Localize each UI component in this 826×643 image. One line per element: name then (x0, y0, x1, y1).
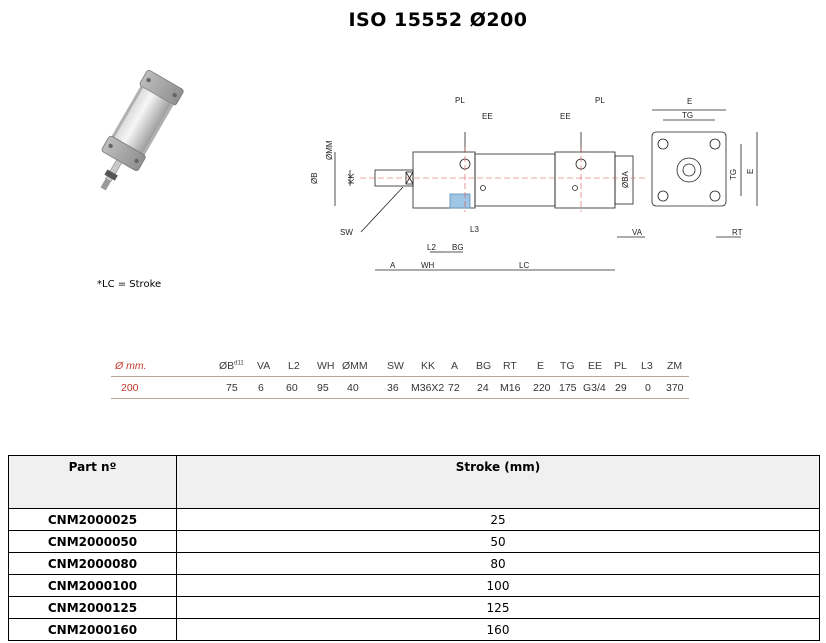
stroke-note: *LC = Stroke (97, 279, 162, 290)
dim-value-l2: 60 (286, 382, 298, 394)
dim-value-ee: G3/4 (583, 382, 606, 394)
label-pl-right: PL (595, 96, 605, 105)
dim-value-l3: 0 (645, 382, 651, 394)
part-number-cell: CNM2000080 (8, 552, 177, 575)
table-row: CNM2000025 25 (8, 508, 820, 531)
part-number-cell: CNM2000100 (8, 574, 177, 597)
table-row: CNM2000100 100 (8, 574, 820, 597)
label-l2: L2 (427, 243, 436, 252)
stroke-cell: 80 (176, 552, 820, 575)
stroke-cell: 50 (176, 530, 820, 553)
dim-header-tg: TG (560, 360, 575, 372)
technical-drawing: PL PL EE EE E TG ØMM ØB KK ØBA TG E SW L… (310, 96, 758, 271)
dim-value-zm: 370 (666, 382, 684, 394)
cylinder-photo (100, 70, 184, 191)
dim-header-l2: L2 (288, 360, 300, 372)
dim-value-bore: 200 (121, 382, 139, 394)
stroke-cell: 25 (176, 508, 820, 531)
dim-value-mm: 40 (347, 382, 359, 394)
label-tg-top: TG (682, 111, 693, 120)
label-e-top: E (687, 97, 692, 106)
dim-value-sw: 36 (387, 382, 399, 394)
label-a: A (390, 261, 396, 270)
stroke-header: Stroke (mm) (176, 455, 820, 509)
page-title: ISO 15552 Ø200 (348, 9, 528, 31)
stroke-cell: 160 (176, 618, 820, 641)
label-ee-right: EE (560, 112, 571, 121)
label-pl-left: PL (455, 96, 465, 105)
dim-header-b: ØBd11 (219, 360, 244, 372)
dim-header-bore: Ø mm. (115, 360, 147, 372)
label-wh: WH (421, 261, 435, 270)
dimension-value-row: 200 75 6 60 95 40 36 M36X2 72 24 M16 220… (111, 379, 689, 399)
label-b: ØB (310, 172, 319, 184)
table-row: CNM2000080 80 (8, 552, 820, 575)
part-number-cell: CNM2000125 (8, 596, 177, 619)
dim-header-zm: ZM (667, 360, 683, 372)
table-row: CNM2000050 50 (8, 530, 820, 553)
label-ee-left: EE (482, 112, 493, 121)
dim-header-ee: EE (588, 360, 603, 372)
dim-header-sw: SW (387, 360, 404, 372)
label-tg-side: TG (729, 169, 738, 180)
part-number-cell: CNM2000025 (8, 508, 177, 531)
label-l3: L3 (470, 225, 479, 234)
dim-header-bg: BG (476, 360, 492, 372)
dim-value-kk: M36X2 (411, 382, 445, 394)
dim-value-e: 220 (533, 382, 551, 394)
parts-table: Part nº Stroke (mm) CNM2000025 25 CNM200… (8, 455, 820, 641)
label-ba: ØBA (621, 170, 630, 188)
label-va: VA (632, 228, 643, 237)
stroke-cell: 100 (176, 574, 820, 597)
label-rt: RT (732, 228, 743, 237)
dim-header-mm: ØMM (342, 360, 368, 372)
label-lc: LC (519, 261, 529, 270)
dim-header-kk: KK (421, 360, 436, 372)
dim-header-l3: L3 (641, 360, 653, 372)
dimension-header-row: Ø mm. ØBd11 VA L2 WH ØMM SW KK A BG RT E… (111, 357, 689, 377)
part-number-cell: CNM2000160 (8, 618, 177, 641)
table-row: CNM2000125 125 (8, 596, 820, 619)
dim-value-b: 75 (226, 382, 238, 394)
label-kk: KK (347, 173, 356, 184)
parts-header-row: Part nº Stroke (mm) (8, 455, 820, 509)
dim-value-pl: 29 (615, 382, 627, 394)
dim-header-va: VA (257, 360, 271, 372)
label-bg: BG (452, 243, 464, 252)
dim-header-e: E (537, 360, 545, 372)
label-sw: SW (340, 228, 353, 237)
dim-header-wh: WH (317, 360, 335, 372)
table-row: CNM2000160 160 (8, 618, 820, 641)
part-number-cell: CNM2000050 (8, 530, 177, 553)
label-e-side: E (746, 169, 755, 174)
dim-value-wh: 95 (317, 382, 329, 394)
dim-header-a: A (451, 360, 459, 372)
dim-value-tg: 175 (559, 382, 577, 394)
dim-value-bg: 24 (477, 382, 489, 394)
stroke-cell: 125 (176, 596, 820, 619)
dim-value-rt: M16 (500, 382, 521, 394)
part-number-header: Part nº (8, 455, 177, 509)
dim-value-va: 6 (258, 382, 264, 394)
dimension-table: Ø mm. ØBd11 VA L2 WH ØMM SW KK A BG RT E… (111, 357, 689, 401)
dim-header-rt: RT (503, 360, 517, 372)
dim-value-a: 72 (448, 382, 460, 394)
label-mm: ØMM (325, 140, 334, 160)
dim-header-pl: PL (614, 360, 627, 372)
